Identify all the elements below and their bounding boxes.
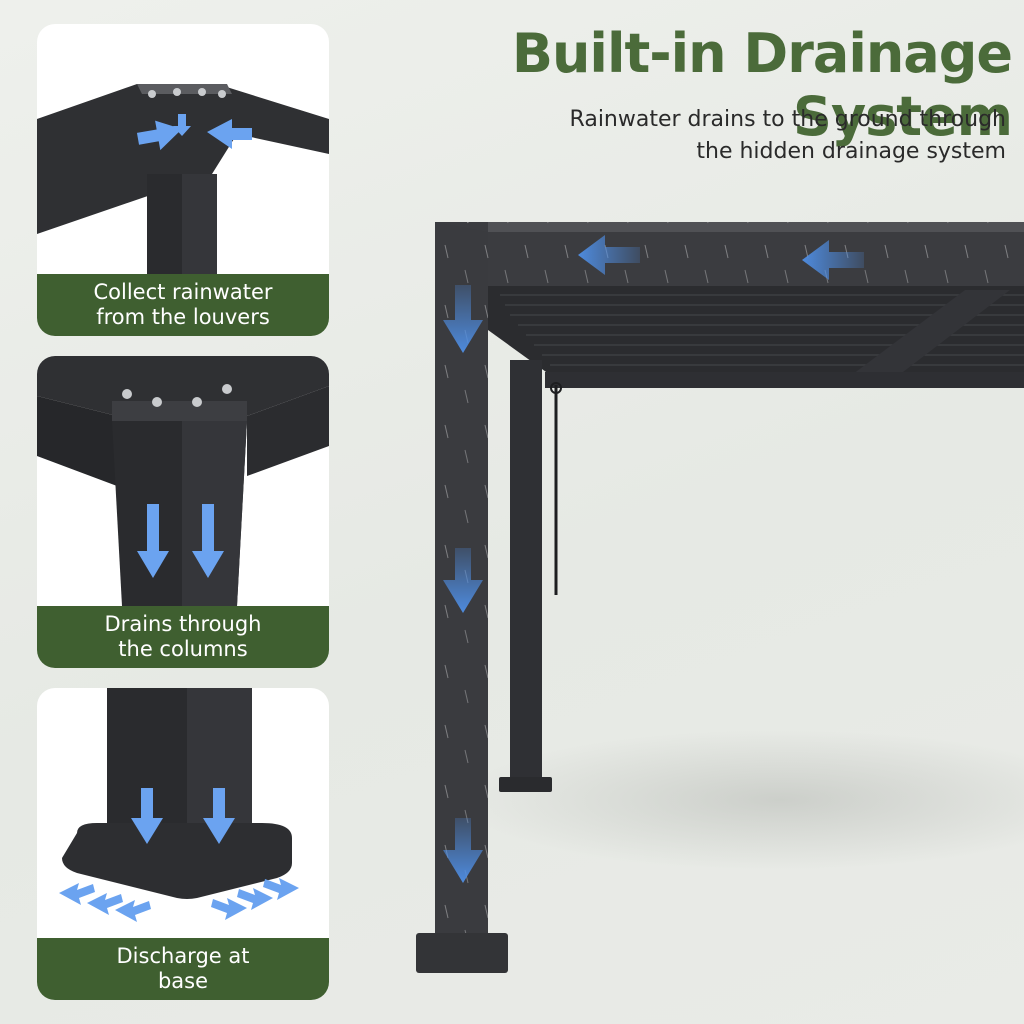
caption-collect: Collect rainwater from the louvers — [37, 274, 329, 336]
water-flow-arrow-icon — [192, 504, 224, 578]
subtitle-line-2: the hidden drainage system — [696, 139, 1006, 164]
ground-shadow — [460, 730, 1024, 870]
page-title: Built-in Drainage System — [511, 22, 1013, 148]
caption-drain-line-2: the columns — [118, 637, 248, 661]
water-flow-arrow-icon — [211, 878, 299, 920]
caption-collect-line-2: from the louvers — [96, 305, 270, 329]
feature-card-discharge: Discharge at base — [37, 688, 329, 1000]
feature-card-collect: Collect rainwater from the louvers — [37, 24, 329, 336]
water-flow-arrow-icon — [137, 504, 169, 578]
feature-card-drain: Drains through the columns — [37, 356, 329, 668]
water-flow-arrow-icon — [203, 788, 235, 844]
caption-discharge-line-2: base — [157, 969, 209, 993]
water-flow-arrow-icon — [443, 285, 483, 353]
page-subtitle: Rainwater drains to the ground through t… — [440, 104, 1006, 168]
caption-collect-line-1: Collect rainwater — [93, 280, 273, 304]
subtitle-line-1: Rainwater drains to the ground through — [569, 107, 1006, 132]
front-post-base — [416, 933, 508, 973]
rear-beam — [545, 372, 1024, 388]
caption-discharge-line-1: Discharge at — [116, 944, 250, 968]
water-flow-arrow-icon — [173, 114, 191, 136]
rear-post-base — [499, 777, 552, 792]
water-flow-arrow-icon — [443, 548, 483, 613]
water-flow-arrow-icon — [443, 818, 483, 883]
caption-drain-line-1: Drains through — [104, 612, 262, 636]
caption-discharge: Discharge at base — [37, 938, 329, 1000]
rear-post — [510, 360, 542, 785]
inner-beam — [845, 290, 1010, 382]
caption-drain: Drains through the columns — [37, 606, 329, 668]
water-flow-arrow-icon — [59, 883, 151, 922]
column-top-illustration — [37, 356, 329, 606]
water-flow-arrow-icon — [136, 120, 182, 151]
water-flow-arrow-icon — [802, 240, 864, 280]
corner-top-illustration — [37, 84, 329, 274]
column-base-illustration — [59, 688, 299, 922]
water-flow-arrow-icon — [131, 788, 163, 844]
water-flow-arrow-icon — [207, 119, 252, 149]
water-flow-arrow-icon — [578, 235, 640, 275]
